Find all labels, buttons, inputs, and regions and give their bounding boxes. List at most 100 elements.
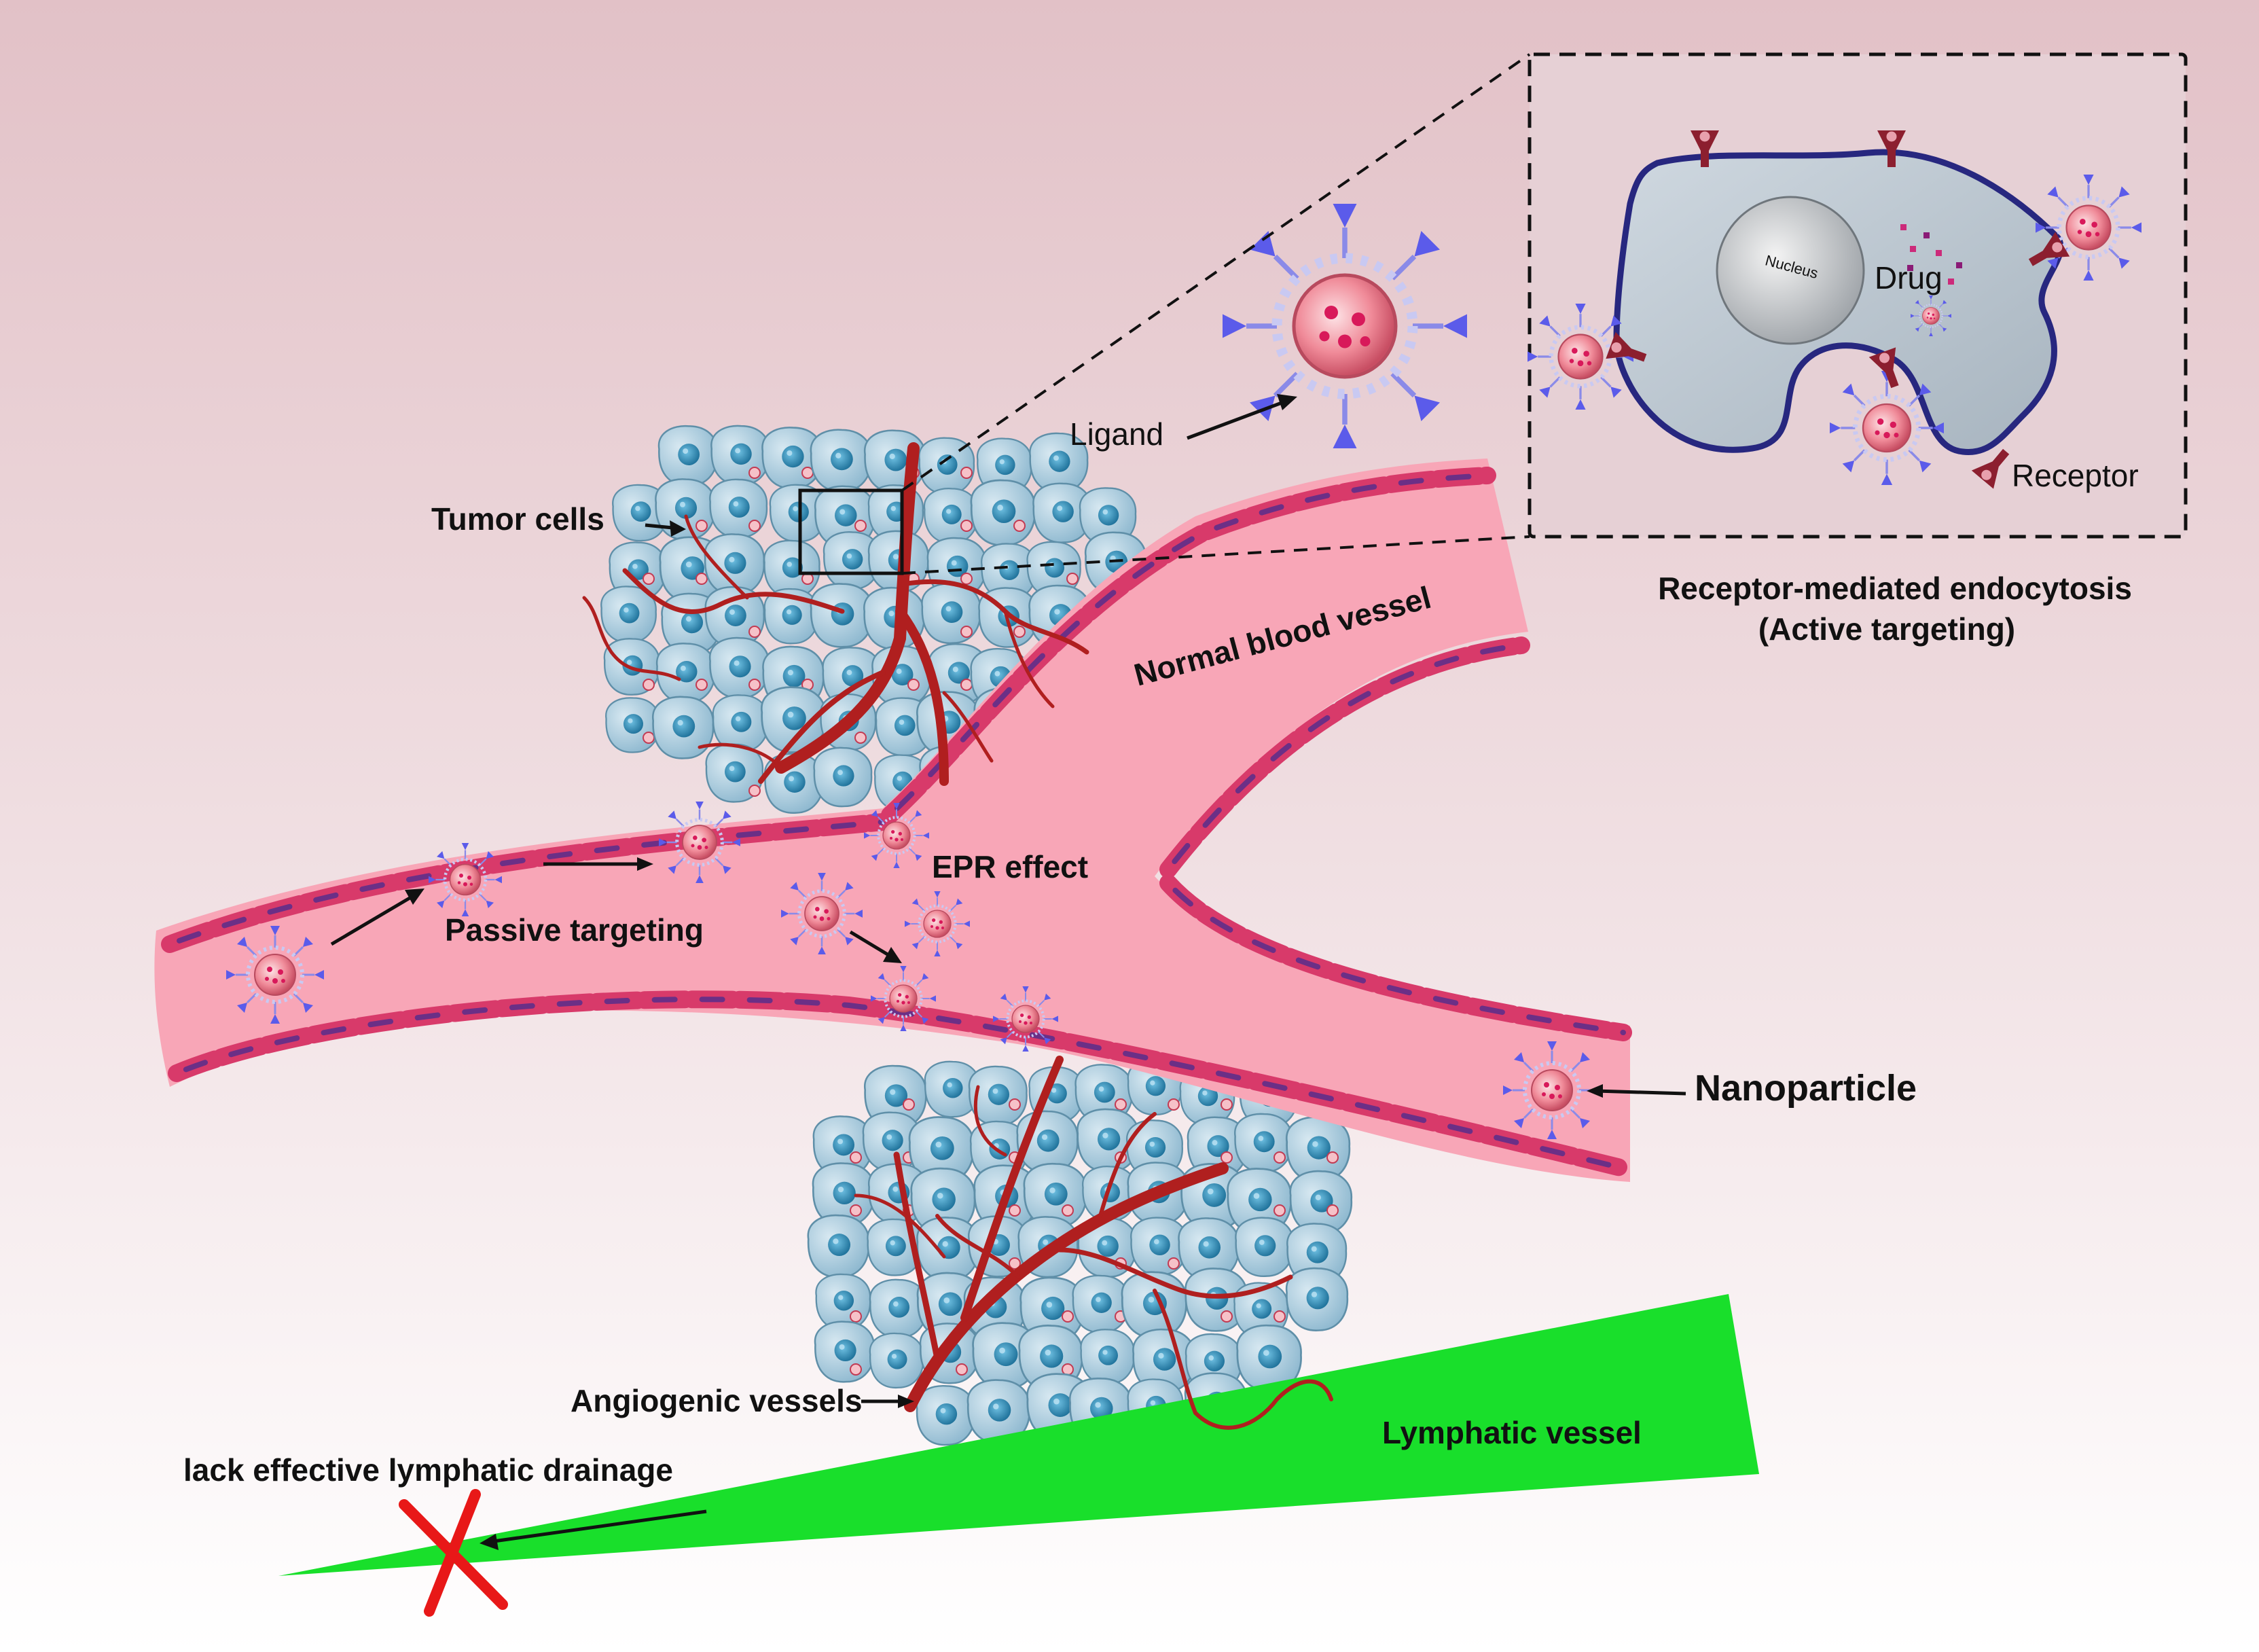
- cell-nanoparticle: [1326, 1204, 1339, 1217]
- cell-nanoparticle: [1062, 1204, 1074, 1217]
- cell-nanoparticle: [1013, 626, 1026, 638]
- ligand-label: Ligand: [1070, 416, 1163, 452]
- cell-nanoparticle: [1009, 1257, 1021, 1270]
- cell-nanoparticle: [748, 785, 761, 797]
- tumor-cell: [923, 488, 979, 544]
- tumor-cell: [1285, 1267, 1349, 1331]
- endocytosis-title-line1: Receptor-mediated endocytosis: [1658, 571, 2132, 606]
- lymphatic-vessel: [278, 1294, 1759, 1576]
- nanoparticle-icon: [1503, 1041, 1601, 1139]
- cell-nanoparticle: [850, 1363, 862, 1376]
- cell-nanoparticle: [960, 467, 973, 479]
- tumor-cell: [1072, 1274, 1130, 1333]
- passive-targeting-label: Passive targeting: [445, 912, 704, 948]
- cell-nanoparticle: [643, 573, 655, 585]
- cell-nanoparticle: [748, 679, 761, 691]
- nanoparticle-icon: [1830, 371, 1944, 485]
- endocytosis-title-line2: (Active targeting): [1758, 611, 2015, 647]
- cell-nanoparticle: [1066, 573, 1079, 585]
- cell-nanoparticle: [960, 573, 973, 585]
- tumor-cell: [708, 636, 770, 699]
- inset-endocytosis-panel: Nucleus Drug Receptor: [1528, 52, 2188, 539]
- cross-mark-icon: [399, 1489, 508, 1617]
- tumor-cell: [970, 479, 1036, 547]
- tumor-cell: [1234, 1113, 1293, 1173]
- cell-nanoparticle: [903, 1098, 915, 1111]
- cell-nanoparticle: [695, 520, 708, 532]
- tumor-cell: [657, 425, 719, 487]
- cell-nanoparticle: [1115, 1098, 1127, 1111]
- cell-nanoparticle: [801, 467, 814, 479]
- nanoparticle-label: Nanoparticle: [1695, 1068, 1917, 1109]
- tumor-cell: [1235, 1217, 1295, 1278]
- tumor-cell: [810, 429, 872, 492]
- tumor-cell: [916, 1384, 976, 1446]
- tumor-cell: [605, 697, 660, 753]
- cell-nanoparticle: [1273, 1310, 1286, 1323]
- zoom-line-top: [901, 53, 1531, 492]
- cell-nanoparticle: [1221, 1310, 1233, 1323]
- nanoparticle-icon: [429, 843, 502, 916]
- cell-nanoparticle: [1221, 1098, 1233, 1111]
- cell-nanoparticle: [960, 520, 973, 532]
- cell-nanoparticle: [1009, 1204, 1021, 1217]
- cell-nanoparticle: [850, 1310, 862, 1323]
- nanoparticle-icon: [781, 873, 863, 954]
- cell-nanoparticle: [850, 1151, 862, 1164]
- tumor-cell: [1080, 1329, 1135, 1385]
- lymphatic-vessel-label: Lymphatic vessel: [1382, 1415, 1642, 1450]
- cell-nanoparticle: [1168, 1098, 1180, 1111]
- tumor-cell: [814, 1321, 875, 1383]
- cell-nanoparticle: [1013, 520, 1026, 532]
- nanoparticle-icon: [659, 802, 740, 883]
- tumor-cell: [869, 1332, 924, 1389]
- internalized-nanoparticle-icon: [1909, 294, 1953, 338]
- nanoparticle-icon: [2036, 175, 2141, 281]
- cell-nanoparticle: [695, 573, 708, 585]
- zoom-region-box: [798, 488, 904, 575]
- tumor-cell: [810, 583, 874, 648]
- cell-nanoparticle: [854, 520, 867, 532]
- cell-nanoparticle: [1168, 1257, 1180, 1270]
- blood-vessel: [154, 459, 1632, 1182]
- receptor-label: Receptor: [2012, 458, 2139, 493]
- cell-nanoparticle: [1221, 1151, 1233, 1164]
- cell-nanoparticle: [1062, 1310, 1074, 1323]
- cell-nanoparticle: [643, 732, 655, 744]
- endothelial-nuclei: [887, 473, 1490, 818]
- epr-effect-label: EPR effect: [932, 849, 1088, 884]
- tumor-cell: [651, 696, 715, 759]
- drug-label: Drug: [1875, 260, 1942, 295]
- tumor-cell: [712, 694, 770, 753]
- cell-nanoparticle: [956, 1363, 968, 1376]
- cell-nanoparticle: [960, 626, 973, 638]
- cell-nanoparticle: [1273, 1204, 1286, 1217]
- nanoparticle-icon: [992, 985, 1060, 1053]
- zoom-line-bottom: [901, 535, 1530, 575]
- cell-nanoparticle: [850, 1204, 862, 1217]
- cell-nanoparticle: [695, 679, 708, 691]
- tumor-cell: [655, 478, 716, 541]
- cell-nanoparticle: [1062, 1363, 1074, 1376]
- drug-molecules: [1900, 224, 1962, 285]
- endothelial-nuclei: [174, 996, 1626, 1171]
- arrows: [330, 394, 1686, 1550]
- tumor-cell: [710, 425, 770, 486]
- vessel-endothelium: [161, 467, 1632, 1177]
- nanoparticle-icon: [903, 890, 971, 958]
- upper-capillaries: [582, 442, 1089, 786]
- cell-nanoparticle: [748, 520, 761, 532]
- cell-nanoparticle: [1273, 1151, 1286, 1164]
- nucleus-icon: [1716, 196, 1865, 345]
- endothelial-nuclei: [1165, 643, 1524, 872]
- cell-nanoparticle: [907, 679, 920, 691]
- cell-nanoparticle: [748, 467, 761, 479]
- lack-drainage-label: lack effective lymphatic drainage: [183, 1452, 673, 1488]
- cell-nanoparticle: [1009, 1098, 1021, 1111]
- angiogenic-vessels: [854, 1056, 1333, 1430]
- endothelial-nuclei: [1165, 880, 1626, 1035]
- tumor-cell: [813, 747, 873, 808]
- tumor-cell: [807, 1214, 870, 1278]
